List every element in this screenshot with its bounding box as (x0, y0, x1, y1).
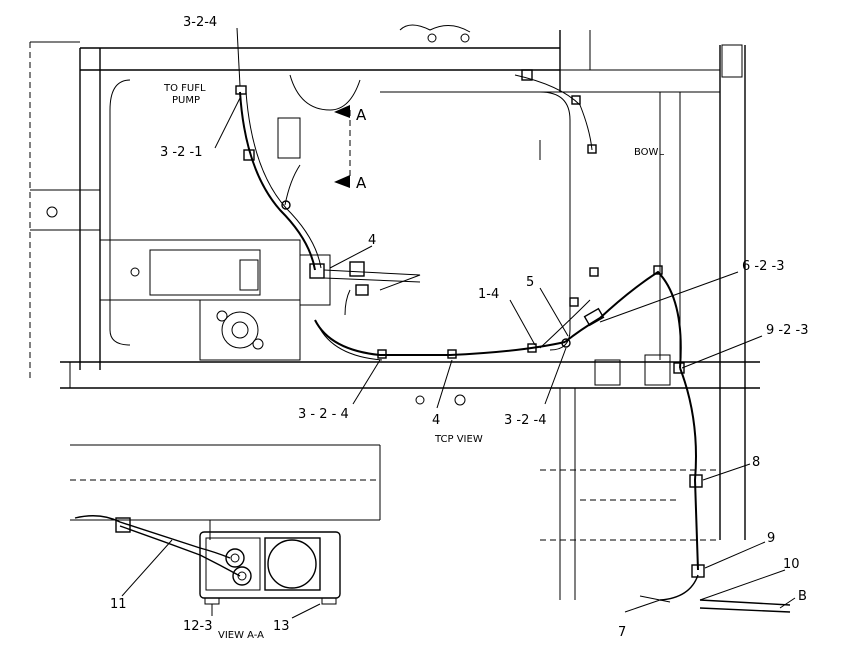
note-view-a-a: VIEW A-A (218, 630, 264, 641)
note-bowl: BOWL (634, 147, 664, 158)
callout-3-2-4-bottom-left: 3 - 2 - 4 (298, 407, 349, 422)
leader-lines (214, 27, 796, 613)
callout-12-3: 12-3 (183, 619, 213, 634)
callout-8: 8 (752, 455, 760, 470)
callout-labels: 3-2-4 3 -2 -1 4 5 1-4 6 -2 -3 9 -2 -3 3 … (110, 15, 808, 641)
callout-b: B (798, 589, 807, 604)
callout-7: 7 (618, 625, 626, 640)
callout-9: 9 (767, 531, 775, 546)
note-to-fuel-pump-line1: TO FUFL (163, 83, 206, 94)
callout-3-2-1: 3 -2 -1 (160, 145, 202, 160)
callout-5: 5 (526, 275, 534, 290)
section-markers: A A (334, 105, 367, 192)
harness-wiring (235, 69, 791, 613)
section-a-top: A (356, 106, 367, 124)
callout-4-bottom: 4 (432, 413, 440, 428)
section-a-bottom: A (356, 174, 367, 192)
note-top-view: TCP VIEW (434, 434, 483, 445)
view-aa-inset (74, 515, 341, 619)
callout-4-top: 4 (368, 233, 376, 248)
callout-1-4: 1-4 (478, 287, 499, 302)
callout-10: 10 (783, 557, 800, 572)
callout-3-2-4-bottom-right: 3 -2 -4 (504, 413, 546, 428)
machine-frame (29, 24, 760, 600)
callout-13: 13 (273, 619, 290, 634)
callout-11: 11 (110, 597, 127, 612)
callout-3-2-4-top: 3-2-4 (183, 15, 217, 30)
callout-9-2-3: 9 -2 -3 (766, 323, 808, 338)
note-to-fuel-pump-line2: PUMP (172, 95, 200, 106)
callout-6-2-3: 6 -2 -3 (742, 259, 784, 274)
